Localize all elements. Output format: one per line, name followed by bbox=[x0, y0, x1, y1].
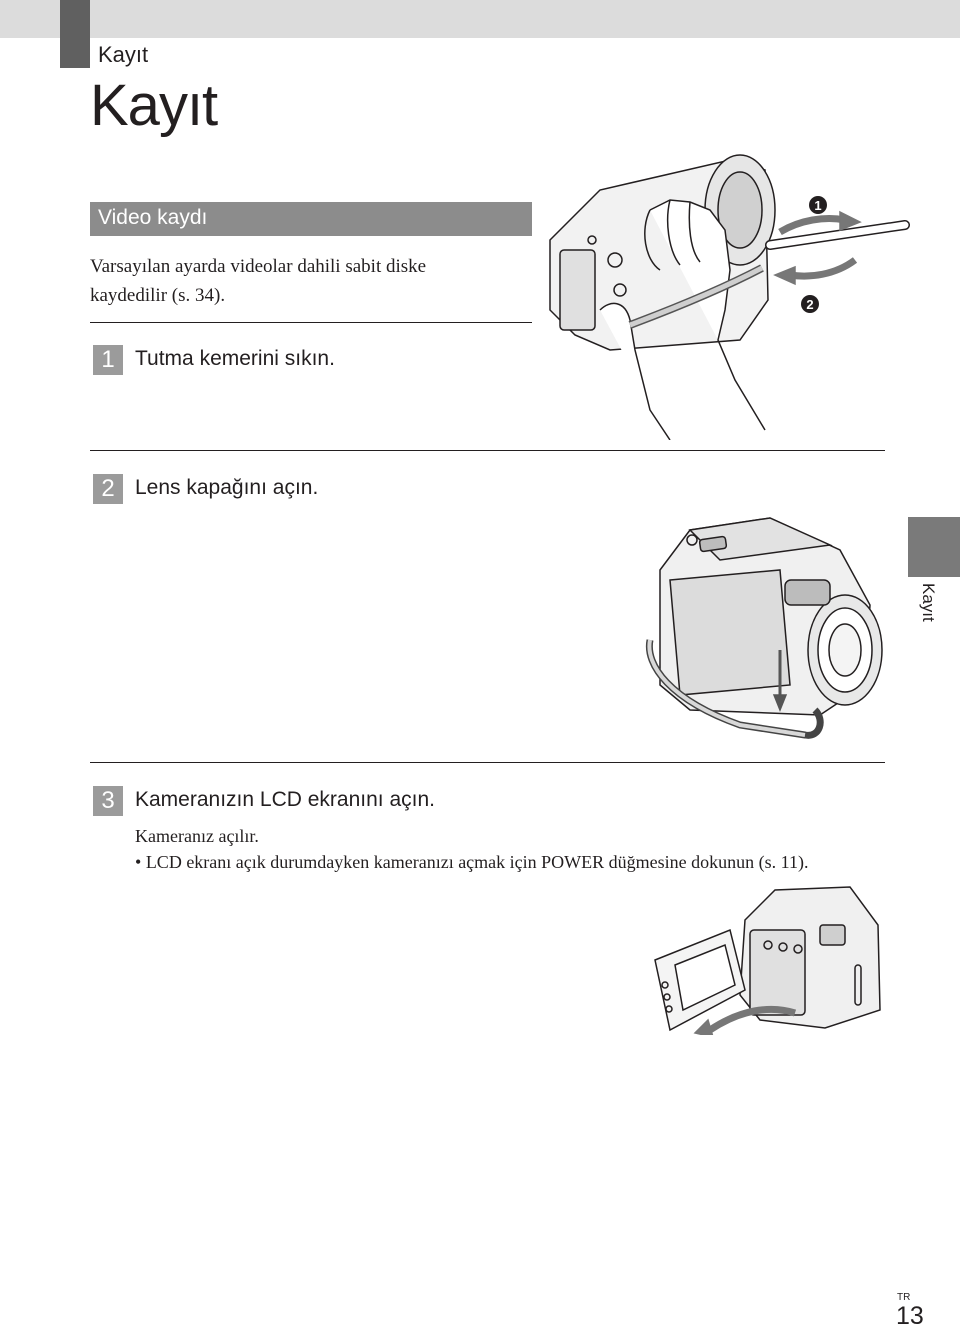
step-number: 2 bbox=[93, 474, 123, 504]
divider bbox=[90, 322, 532, 323]
grip-belt-illustration: 1 2 bbox=[549, 154, 910, 440]
step-detail: Kameranız açılır. bbox=[135, 826, 259, 846]
step-text: Tutma kemerini sıkın. bbox=[135, 347, 335, 370]
step-bullet: • LCD ekranı açık durumdayken kameranızı… bbox=[135, 852, 808, 873]
subsection-title: Video kaydı bbox=[98, 206, 208, 229]
step-number: 3 bbox=[93, 786, 123, 816]
marker-2-icon bbox=[801, 295, 819, 313]
header-bar bbox=[0, 0, 960, 38]
intro-line-2: kaydedilir (s. 34). bbox=[90, 285, 226, 306]
header-tab-marker bbox=[60, 0, 90, 68]
divider bbox=[90, 450, 885, 451]
side-index-label: Kayıt bbox=[919, 583, 938, 622]
lcd-open-illustration bbox=[654, 886, 881, 1035]
lens-cover-illustration bbox=[645, 517, 883, 739]
bullet-text: LCD ekranı açık durumdayken kameranızı a… bbox=[145, 852, 809, 872]
step-text: Kameranızın LCD ekranını açın. bbox=[135, 788, 435, 811]
marker-1-icon bbox=[809, 196, 827, 214]
side-index-tab bbox=[908, 517, 960, 577]
bullet-icon: • bbox=[135, 852, 146, 872]
divider bbox=[90, 762, 885, 763]
subsection-header: Video kaydı bbox=[90, 202, 532, 236]
language-code: TR bbox=[897, 1292, 911, 1303]
intro-line-1: Varsayılan ayarda videolar dahili sabit … bbox=[90, 256, 427, 277]
intro-paragraph: Varsayılan ayarda videolar dahili sabit … bbox=[90, 252, 530, 310]
marker-1-label: 1 bbox=[814, 198, 821, 213]
page-number: 13 bbox=[896, 1302, 924, 1330]
section-label: Kayıt bbox=[98, 42, 149, 67]
marker-2-label: 2 bbox=[806, 297, 813, 312]
page-title: Kayıt bbox=[90, 73, 218, 138]
step-number: 1 bbox=[93, 345, 123, 375]
step-text: Lens kapağını açın. bbox=[135, 476, 319, 499]
